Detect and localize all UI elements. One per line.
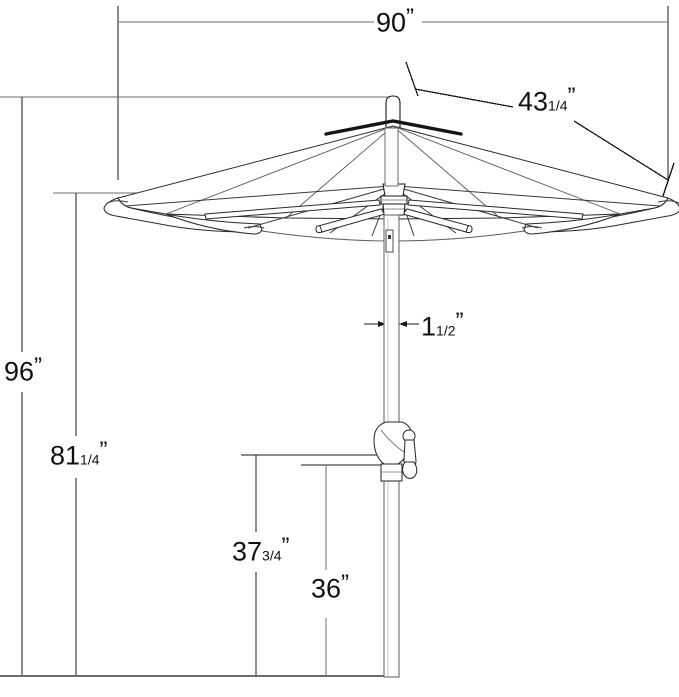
dim-90-inch-mark: ”: [406, 4, 415, 31]
dim-label-4314: 431/4”: [518, 85, 576, 115]
strut-left-tip: [315, 225, 323, 234]
strut-right-tip: [465, 225, 473, 234]
valance-right-center: [523, 213, 621, 235]
canopy-hub: [380, 183, 408, 216]
dim-112-group: [364, 321, 419, 327]
dim-label-8114: 811/4”: [50, 439, 108, 469]
crank-handle-grip: [401, 461, 418, 480]
dim-4314-leader-group: [405, 61, 675, 197]
rib-tip-left-outer: [106, 200, 129, 204]
canopy-seam-left-2: [285, 125, 394, 219]
rib-left-1: [125, 185, 392, 207]
dim-36-group: [301, 464, 392, 676]
dim-8114-fraction: 1/4: [80, 451, 100, 468]
dim-112-value: 1: [421, 311, 437, 342]
crank-housing-seam: [380, 429, 405, 453]
dim-96-inch-mark: ”: [34, 353, 43, 380]
rib-tip-right-outer: [657, 200, 679, 204]
dim-4314-tick-rim: [662, 162, 675, 197]
canopy-valance: [103, 197, 679, 242]
dim-label-3734: 373/4”: [232, 535, 290, 565]
dim-4314-tick-apex: [405, 61, 419, 97]
dim-label-36: 36”: [311, 572, 349, 602]
dim-3734-inch-mark: ”: [281, 533, 290, 560]
hub-runner: [382, 203, 406, 216]
valance-left-center: [165, 213, 263, 235]
dim-4314-fraction: 1/4: [548, 97, 568, 114]
rib-right-1: [396, 185, 661, 207]
dim-112-arrow-right-head: [399, 321, 407, 327]
dim-4314-value: 43: [518, 86, 549, 117]
dim-36-value: 36: [311, 573, 342, 604]
dim-8114-inch-mark: ”: [99, 437, 108, 464]
dim-4314-leader-upper: [414, 88, 514, 108]
dim-36-inch-mark: ”: [341, 570, 350, 597]
crank-lower-collar: [380, 463, 403, 482]
dim-8114-value: 81: [50, 440, 81, 471]
dim-112-fraction: 1/2: [436, 322, 456, 339]
strut-outer-left: [204, 199, 381, 220]
dim-3734-group: [241, 454, 386, 676]
dim-112-arrow-left-head: [378, 321, 386, 327]
dim-label-112: 11/2”: [421, 310, 464, 340]
dim-label-90: 90”: [376, 6, 414, 36]
support-struts: [204, 199, 584, 234]
dim-3734-value: 37: [232, 536, 263, 567]
dim-label-96: 96”: [4, 355, 42, 385]
pole-latch-plate: [385, 229, 394, 253]
dim-4314-leader-lower: [573, 120, 669, 181]
dim-96-value: 96: [4, 356, 35, 387]
canopy-seam-left-1: [165, 125, 394, 215]
pole-latch-button: [388, 235, 391, 239]
canopy-seam-right-1: [392, 125, 621, 215]
canopy-top-ridge: [324, 119, 463, 136]
strut-outer-right: [407, 199, 584, 220]
finial: [385, 95, 401, 129]
dim-90-value: 90: [376, 7, 407, 38]
dim-96-group: [0, 96, 390, 676]
dim-8114-group: [53, 192, 145, 676]
dim-90-group: [117, 6, 669, 182]
dim-112-inch-mark: ”: [455, 308, 464, 335]
crank-mechanism: [373, 421, 418, 482]
dim-4314-inch-mark: ”: [567, 83, 576, 110]
pole-upper-shaft: [384, 127, 399, 187]
canopy-seam-right-2: [392, 125, 501, 219]
dim-3734-fraction: 3/4: [262, 547, 282, 564]
